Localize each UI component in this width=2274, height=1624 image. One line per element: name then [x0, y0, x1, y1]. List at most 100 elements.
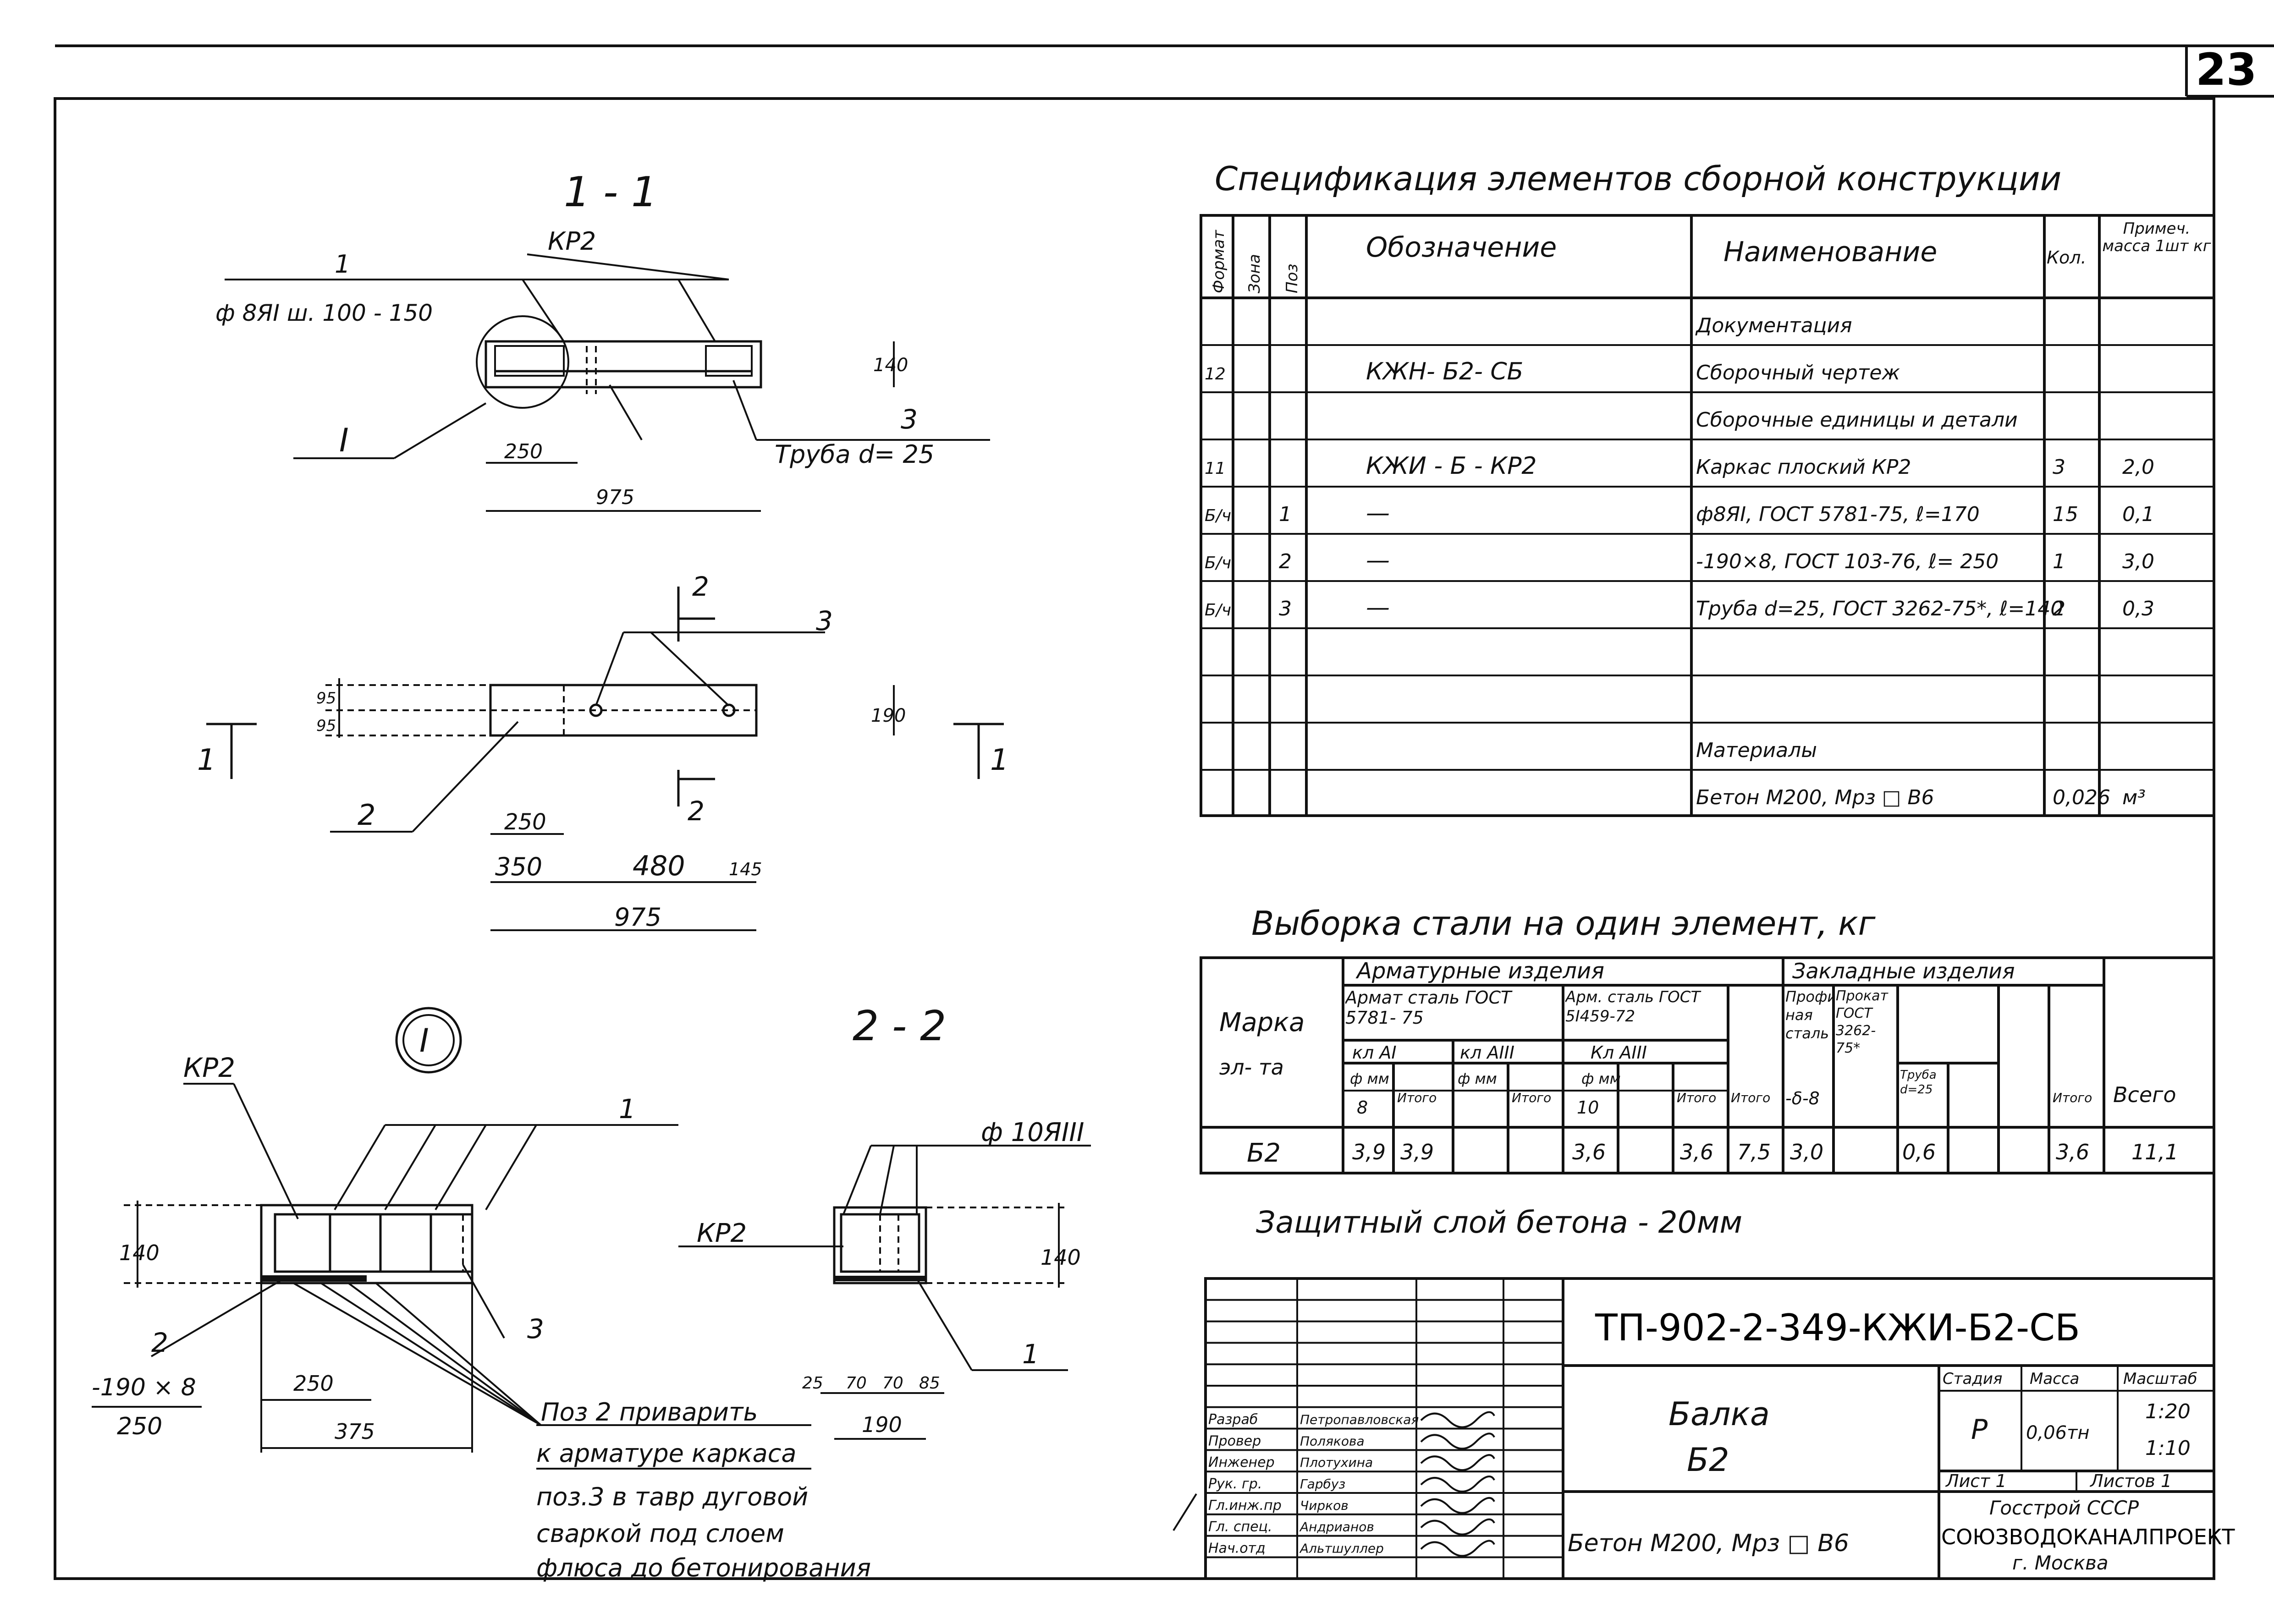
section-2-2-dim-70a: 70	[846, 1374, 867, 1393]
spec-cell-mass: 0,1	[2122, 503, 2154, 526]
steel-table: Выборка стали на один элемент, кг Марка …	[1200, 904, 2215, 1174]
spec-cell-mass: 2,0	[2122, 455, 2154, 479]
beam-section-1-1	[485, 340, 762, 389]
spec-cell-name: Каркас плоский КР2	[1696, 455, 1911, 479]
spec-cell-name: Материалы	[1696, 739, 1817, 762]
steel-arm-total: 7,5	[1737, 1140, 1771, 1164]
steel-h-itogo-d: Итого	[1731, 1090, 1770, 1105]
section-2-2-beam	[833, 1206, 927, 1284]
tb-person-name: Петропавловская	[1300, 1412, 1419, 1427]
leader-line	[384, 1124, 436, 1211]
label-pipe: Труба d= 25	[775, 440, 934, 469]
spec-h-pos: Поз	[1283, 264, 1301, 293]
tb-mass: 0,06тн	[2026, 1422, 2090, 1443]
steel-h-pipe-box: Труба d=25	[1900, 1068, 1937, 1097]
steel-h-kl-aiii-b: Кл АIII	[1591, 1042, 1647, 1063]
spec-cell-pos: 3	[1279, 597, 1292, 620]
tb-person-name: Чирков	[1300, 1498, 1349, 1513]
plan-dim-975: 975	[614, 903, 661, 932]
spec-cell-name: Бетон М200, Мрз □ В6	[1696, 786, 1934, 809]
detail-cage	[274, 1213, 474, 1273]
steel-h-arm1-box: Армат сталь ГОСТ 5781- 75	[1345, 988, 1512, 1028]
spec-cell-code: КЖН- Б2- СБ	[1366, 358, 1523, 385]
steel-delta: 3,0	[1790, 1140, 1823, 1164]
steel-h-profile: Профиль ная сталь	[1785, 988, 1834, 1042]
detail-dim-375: 375	[335, 1419, 375, 1444]
spec-cell-mass: м³	[2122, 786, 2146, 809]
leader-line	[233, 1083, 299, 1219]
tb-person-role: Нач.отд	[1208, 1540, 1266, 1556]
detail-I: I КР2 1 140 2 -190 × 8 250 3 250 375	[92, 1007, 871, 1582]
dim-250: 250	[504, 440, 543, 463]
note-line-1: Поз 2 приварить	[541, 1398, 758, 1426]
tb-person-name: Альтшуллер	[1299, 1541, 1384, 1556]
steel-h-kl-aiii-a: кл АIII	[1460, 1042, 1514, 1063]
spec-cell-pos: 2	[1279, 550, 1292, 573]
steel-h-arm1: Армат сталь ГОСТ 5781- 75	[1345, 988, 1512, 1028]
steel-c-itogo: 3,6	[1680, 1140, 1713, 1164]
steel-h-prokat: Прокат ГОСТ 3262-75*	[1836, 988, 1888, 1056]
steel-h-itogo-c: Итого	[1677, 1090, 1716, 1105]
page-number: 23	[2196, 44, 2257, 95]
detail-label-3: 3	[527, 1313, 544, 1344]
cage-outline	[705, 345, 753, 377]
tb-org1: Госстрой СССР	[1989, 1497, 2139, 1519]
spec-cell-code: —	[1366, 499, 1390, 527]
margin-mark	[1173, 1493, 1197, 1531]
spec-cell-qty: 15	[2053, 503, 2078, 526]
label-detail-I: I	[339, 422, 349, 459]
tb-org3: г. Москва	[2012, 1552, 2109, 1574]
leader-line	[393, 402, 487, 459]
plan-dim-480: 480	[633, 850, 685, 882]
leader-line	[485, 1124, 537, 1211]
spec-cell-code: —	[1366, 547, 1390, 574]
section-2-2-label-1: 1	[1022, 1339, 1039, 1370]
detail-dim-250: 250	[293, 1371, 334, 1396]
tb-signature	[1420, 1540, 1495, 1557]
leader-line	[375, 1282, 542, 1426]
leader-line	[879, 1145, 895, 1215]
dim-95b: 95	[316, 717, 336, 735]
spec-cell-name: Сборочный чертеж	[1696, 361, 1900, 384]
dim-140: 140	[873, 355, 908, 376]
tb-scale2: 1:10	[2145, 1437, 2191, 1460]
steel-h-emb-items: Закладные изделия	[1792, 959, 2015, 983]
spec-h-format: Формат	[1210, 230, 1228, 293]
leader-line	[842, 1145, 872, 1215]
spec-h-name: Наименование	[1723, 236, 1937, 268]
spec-cell-qty: 0,026	[2053, 786, 2110, 809]
spec-row-lines	[1201, 344, 2214, 771]
detail-label-plate: -190 × 8	[92, 1374, 196, 1401]
steel-h-vsego: Всего	[2113, 1082, 2176, 1107]
steel-frame	[1200, 956, 2215, 1174]
tb-person-name: Андрианов	[1299, 1520, 1374, 1535]
tb-h-stage: Стадия	[1943, 1370, 2002, 1388]
spec-cell-name: ф8ЯI, ГОСТ 5781-75, ℓ=170	[1696, 503, 1980, 526]
section-2-2-dim-85: 85	[919, 1374, 940, 1393]
note-line-2: к арматуре каркаса	[536, 1439, 797, 1468]
leader-line	[412, 721, 519, 833]
steel-emb-total: 3,6	[2056, 1140, 2089, 1164]
spec-cell-name: Труба d=25, ГОСТ 3262-75*, ℓ=140	[1696, 597, 2063, 620]
spec-h-zone: Зона	[1245, 254, 1264, 293]
detail-dim-140: 140	[119, 1240, 160, 1265]
leader-line	[435, 1124, 487, 1211]
detail-label-2: 2	[151, 1327, 168, 1358]
tb-h-mass: Масса	[2030, 1370, 2079, 1388]
spec-cell-code: —	[1366, 594, 1390, 621]
note-line-5: флюса до бетонирования	[536, 1553, 871, 1582]
label-pos-3: 3	[901, 404, 918, 435]
steel-h-itogo-b: Итого	[1512, 1090, 1551, 1105]
section-2-2-dim-140: 140	[1041, 1245, 1081, 1270]
tb-signature	[1420, 1518, 1495, 1536]
spec-cell-fmt: Б/ч	[1205, 554, 1231, 572]
tb-person-role: Гл. спец.	[1208, 1519, 1272, 1535]
plan-view: 2 2 3 2 1 1 95 95 190 250 350 480 145	[197, 571, 1009, 932]
steel-h-itogo-e: Итого	[2053, 1090, 2092, 1105]
tb-stage: Р	[1971, 1414, 1988, 1446]
section-2-2-dim-25: 25	[802, 1374, 823, 1393]
spec-h-mass-box: Примеч. масса 1шт кг	[2102, 220, 2211, 255]
steel-h-phi-b: ф мм	[1458, 1070, 1497, 1087]
steel-h-8: 8	[1357, 1097, 1368, 1118]
